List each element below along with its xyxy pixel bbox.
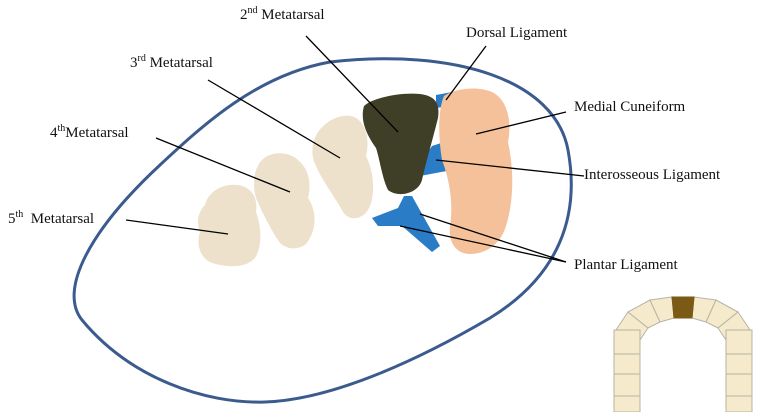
label-third-metatarsal-sup: rd [138, 53, 146, 64]
label-second-metatarsal-sup: nd [248, 5, 258, 16]
roman-arch-icon [614, 297, 752, 412]
second-metatarsal-bone [363, 94, 439, 194]
leader-third-metatarsal [208, 80, 340, 158]
label-fifth-metatarsal-num: 5 [8, 211, 16, 227]
arch-keystone [672, 297, 694, 318]
label-interosseous-ligament: Interosseous Ligament [584, 166, 720, 184]
fourth-metatarsal-bone [254, 153, 315, 248]
label-second-metatarsal: 2nd Metatarsal [240, 6, 325, 24]
third-metatarsal-bone [312, 116, 373, 219]
label-dorsal-ligament: Dorsal Ligament [466, 24, 567, 42]
medial-cuneiform-bone [439, 89, 512, 254]
label-fifth-metatarsal-text: Metatarsal [23, 211, 94, 227]
label-fourth-metatarsal: 4thMetatarsal [50, 124, 129, 142]
label-second-metatarsal-text: Metatarsal [258, 7, 325, 23]
label-fourth-metatarsal-text: Metatarsal [65, 125, 128, 141]
label-third-metatarsal: 3rd Metatarsal [130, 54, 213, 72]
label-plantar-ligament: Plantar Ligament [574, 256, 678, 274]
label-fifth-metatarsal: 5th Metatarsal [8, 210, 94, 228]
fifth-metatarsal-bone [198, 185, 260, 267]
label-third-metatarsal-num: 3 [130, 55, 138, 71]
label-medial-cuneiform: Medial Cuneiform [574, 98, 685, 116]
plantar-ligament-band [372, 196, 440, 252]
label-third-metatarsal-text: Metatarsal [146, 55, 213, 71]
label-fourth-metatarsal-num: 4 [50, 125, 58, 141]
label-second-metatarsal-num: 2 [240, 7, 248, 23]
